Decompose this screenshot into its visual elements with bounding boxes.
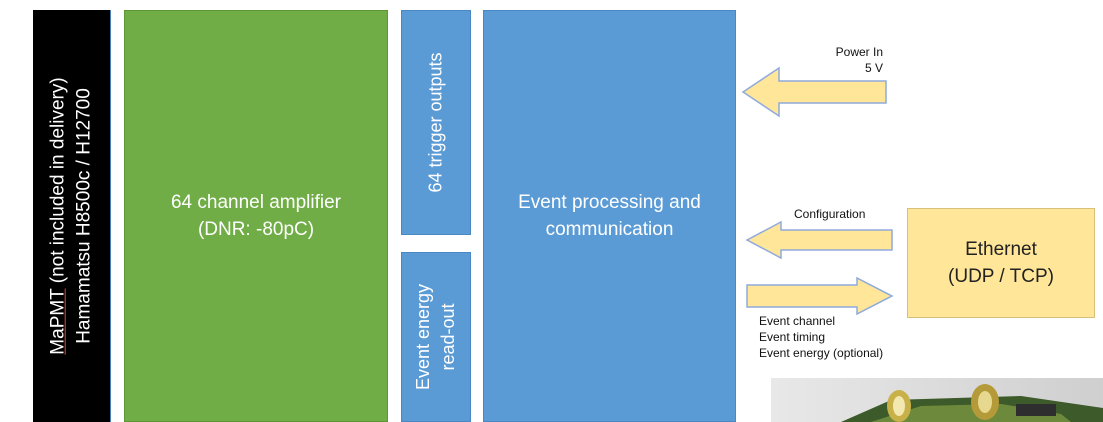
- energy-readout-line2: read-out: [438, 303, 459, 371]
- energy-readout-line1: Event energy: [413, 283, 434, 391]
- amplifier-block: 64 channel amplifier (DNR: -80pC): [124, 10, 388, 422]
- configuration-arrow-shape: [745, 220, 893, 260]
- mapmt-note: (not included in delivery): [47, 77, 69, 289]
- trigger-outputs-label: 64 trigger outputs: [425, 52, 446, 193]
- mapmt-block: MaPMT (not included in delivery) Hamamat…: [33, 10, 111, 422]
- configuration-label: Configuration: [794, 207, 866, 221]
- amplifier-line1: 64 channel amplifier: [170, 192, 342, 213]
- ethernet-line1: Ethernet: [965, 239, 1037, 260]
- events-arrow: [746, 276, 894, 316]
- energy-readout-block: Event energy read-out: [401, 252, 471, 422]
- trigger-outputs-block: 64 trigger outputs: [401, 10, 471, 235]
- ethernet-line2: (UDP / TCP): [948, 266, 1054, 287]
- photo-capacitor-2-top: [978, 391, 992, 413]
- mapmt-name: MaPMT: [47, 288, 69, 355]
- processing-line2: communication: [545, 219, 674, 240]
- power-in-arrow-shape: [741, 66, 887, 118]
- power-in-line2: 5 V: [864, 61, 883, 75]
- events-arrow-shape: [746, 276, 894, 316]
- mapmt-models: Hamamatsu H8500c / H12700: [73, 88, 95, 344]
- photo-capacitor-1-top: [893, 396, 905, 416]
- configuration-arrow: [745, 220, 893, 260]
- hardware-photo-drawing: [771, 378, 1103, 422]
- events-line1: Event channel: [759, 314, 836, 328]
- photo-chip: [1016, 404, 1056, 416]
- event-processing-block: Event processing and communication: [483, 10, 736, 422]
- energy-readout-label: Event energy read-out: [411, 284, 461, 390]
- events-line2: Event timing: [759, 330, 826, 344]
- events-label: Event channel Event timing Event energy …: [759, 313, 883, 361]
- events-line3: Event energy (optional): [759, 346, 884, 360]
- hardware-photo: [771, 378, 1103, 422]
- amplifier-line2: (DNR: -80pC): [197, 219, 315, 240]
- power-in-label: Power In 5 V: [803, 44, 883, 76]
- ethernet-block: Ethernet (UDP / TCP): [907, 208, 1095, 318]
- processing-line1: Event processing and: [518, 192, 701, 213]
- mapmt-title-line: MaPMT (not included in delivery): [46, 77, 72, 354]
- mapmt-label: MaPMT (not included in delivery) Hamamat…: [46, 77, 98, 354]
- power-in-arrow: [741, 66, 887, 118]
- power-in-line1: Power In: [835, 45, 883, 59]
